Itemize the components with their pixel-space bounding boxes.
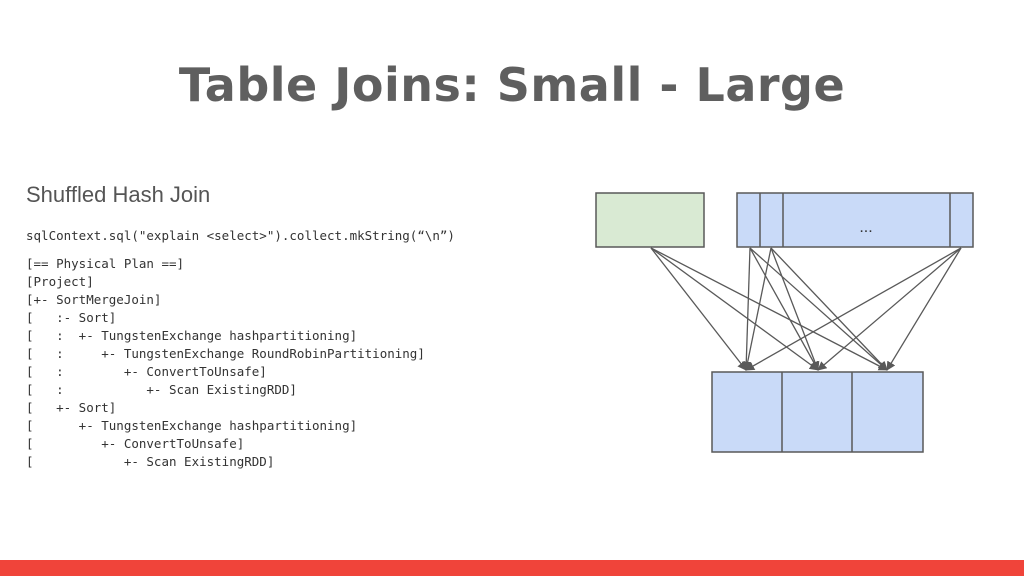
shuffle-arrow [650,247,888,371]
plan-line: [Project] [26,274,94,289]
physical-plan-listing: [== Physical Plan ==] [Project] [+- SortMe… [26,255,425,471]
shuffle-arrow [749,247,819,371]
shuffle-arrow [650,247,747,371]
shuffle-arrow [650,247,819,371]
plan-line: [ +- Scan ExistingRDD] [26,454,275,469]
plan-line: [ : +- TungstenExchange RoundRobinPartit… [26,346,425,361]
output-partitions-block [711,371,924,453]
shuffle-arrow [770,247,820,371]
plan-line: [ : +- ConvertToUnsafe] [26,364,267,379]
footer-accent-bar [0,560,1024,576]
small-table-block [595,192,705,248]
plan-line: [ +- TungstenExchange hashpartitioning] [26,418,358,433]
shuffle-arrow [817,247,962,371]
slide-title: Table Joins: Small - Large [178,58,846,112]
shuffle-arrow [770,247,888,371]
shuffle-arrow [886,247,962,371]
shuffle-arrow [749,247,888,371]
plan-line: [+- SortMergeJoin] [26,292,162,307]
plan-line: [ +- Sort] [26,400,117,415]
large-table-block [736,192,974,248]
shuffle-arrow [745,247,962,371]
plan-line: [== Physical Plan ==] [26,256,185,271]
large-table-ellipsis: ... [859,219,872,236]
plan-line: [ :- Sort] [26,310,117,325]
slide-subtitle: Shuffled Hash Join [26,182,211,207]
shuffle-arrow [741,247,751,371]
explain-command: sqlContext.sql("explain <select>").colle… [26,228,455,243]
plan-line: [ : +- TungstenExchange hashpartitioning… [26,328,358,343]
shuffle-arrows [650,247,962,371]
plan-line: [ : +- Scan ExistingRDD] [26,382,297,397]
plan-line: [ +- ConvertToUnsafe] [26,436,245,451]
shuffle-arrow [743,247,772,371]
